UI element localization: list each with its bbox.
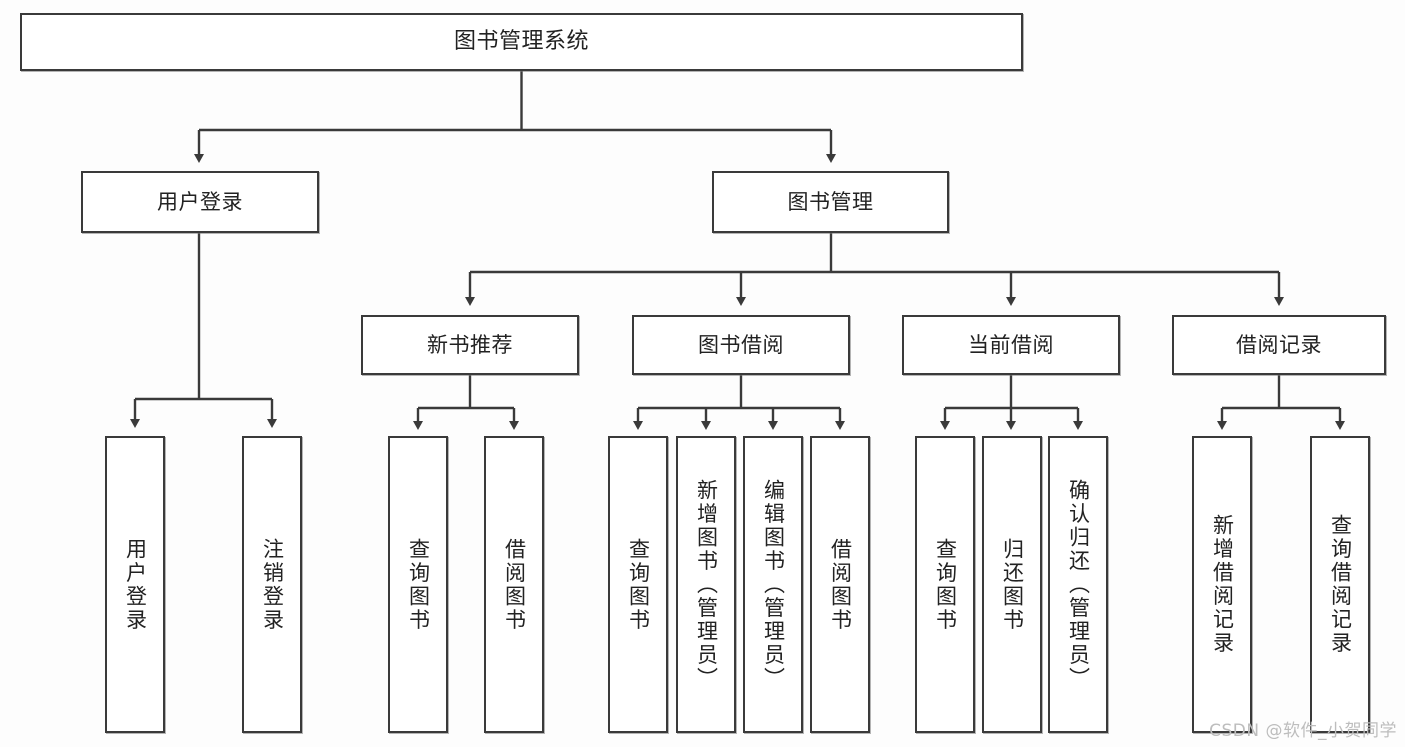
node-current-borrow-label: 当前借阅 bbox=[968, 332, 1054, 357]
node-leaf-add-book-label: 新增图书（管理员） bbox=[694, 478, 719, 691]
node-leaf-return-book[interactable]: 归还图书 bbox=[982, 436, 1042, 733]
node-leaf-add-record-label: 新增借阅记录 bbox=[1210, 514, 1235, 655]
node-leaf-user-login[interactable]: 用户登录 bbox=[105, 436, 165, 733]
node-leaf-borrow-book-2[interactable]: 借阅图书 bbox=[810, 436, 870, 733]
node-leaf-query-book-3-label: 查询图书 bbox=[933, 537, 958, 632]
node-leaf-borrow-book-1[interactable]: 借阅图书 bbox=[484, 436, 544, 733]
node-book-manage-label: 图书管理 bbox=[787, 189, 874, 214]
node-leaf-borrow-book-2-label: 借阅图书 bbox=[828, 537, 853, 632]
node-leaf-return-book-label: 归还图书 bbox=[1000, 537, 1025, 632]
node-current-borrow[interactable]: 当前借阅 bbox=[902, 315, 1120, 375]
node-new-book-rec[interactable]: 新书推荐 bbox=[361, 315, 579, 375]
node-book-borrow[interactable]: 图书借阅 bbox=[632, 315, 850, 375]
node-leaf-query-record[interactable]: 查询借阅记录 bbox=[1310, 436, 1370, 733]
node-book-borrow-label: 图书借阅 bbox=[698, 332, 784, 357]
node-leaf-query-book-2-label: 查询图书 bbox=[626, 537, 651, 632]
node-leaf-confirm-return-label: 确认归还（管理员） bbox=[1066, 478, 1091, 691]
node-leaf-edit-book[interactable]: 编辑图书（管理员） bbox=[743, 436, 803, 733]
node-borrow-record[interactable]: 借阅记录 bbox=[1172, 315, 1386, 375]
node-user-login-label: 用户登录 bbox=[157, 189, 243, 214]
node-leaf-user-logout[interactable]: 注销登录 bbox=[242, 436, 302, 733]
node-leaf-user-logout-label: 注销登录 bbox=[260, 537, 285, 632]
node-leaf-query-book-2[interactable]: 查询图书 bbox=[608, 436, 668, 733]
node-leaf-user-login-label: 用户登录 bbox=[123, 537, 148, 632]
node-new-book-rec-label: 新书推荐 bbox=[427, 332, 513, 357]
node-leaf-borrow-book-1-label: 借阅图书 bbox=[502, 537, 527, 632]
node-user-login[interactable]: 用户登录 bbox=[81, 171, 319, 233]
node-leaf-query-book-1-label: 查询图书 bbox=[406, 537, 431, 632]
node-leaf-query-record-label: 查询借阅记录 bbox=[1328, 514, 1353, 655]
node-leaf-edit-book-label: 编辑图书（管理员） bbox=[761, 478, 786, 691]
node-book-manage[interactable]: 图书管理 bbox=[712, 171, 949, 233]
node-leaf-confirm-return[interactable]: 确认归还（管理员） bbox=[1048, 436, 1108, 733]
node-leaf-query-book-1[interactable]: 查询图书 bbox=[388, 436, 448, 733]
node-root[interactable]: 图书管理系统 bbox=[20, 13, 1023, 71]
node-leaf-add-book[interactable]: 新增图书（管理员） bbox=[676, 436, 736, 733]
node-borrow-record-label: 借阅记录 bbox=[1236, 332, 1322, 357]
csdn-watermark: CSDN @软件_小贺同学 bbox=[1209, 721, 1397, 741]
node-leaf-query-book-3[interactable]: 查询图书 bbox=[915, 436, 975, 733]
node-root-label: 图书管理系统 bbox=[453, 28, 589, 54]
node-leaf-add-record[interactable]: 新增借阅记录 bbox=[1192, 436, 1252, 733]
